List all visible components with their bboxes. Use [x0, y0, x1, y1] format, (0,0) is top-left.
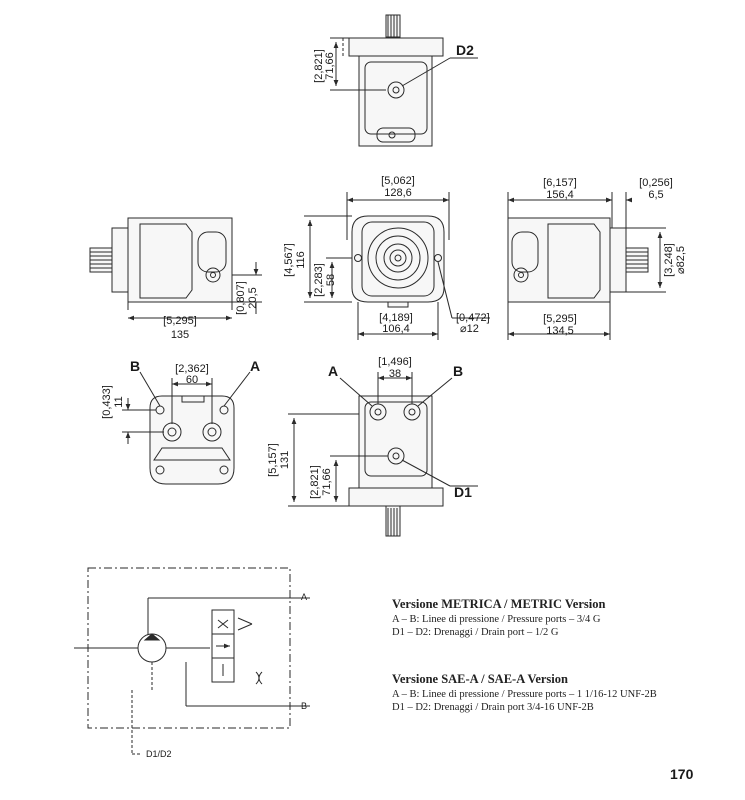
legend-sae-heading: Versione SAE-A / SAE-A Version — [392, 672, 568, 686]
front-view — [304, 192, 490, 340]
dim-bottom-height-in: [5,157] — [267, 443, 279, 477]
port-label-a-left: A — [250, 358, 260, 374]
page-number: 170 — [670, 766, 694, 782]
dim-left-port-mm: 20,5 — [247, 287, 259, 308]
right-side-view — [507, 192, 666, 340]
legend-sae-pressure: A – B: Linee di pressione / Pressure por… — [392, 689, 657, 700]
dim-ports-offset-mm: 11 — [113, 396, 125, 407]
port-label-d1: D1 — [454, 484, 472, 500]
dim-front-bottom-mm: 106,4 — [382, 323, 410, 335]
dim-right-bottom-in: [5,295] — [543, 313, 577, 325]
dim-front-height-in: [4,567] — [283, 243, 295, 277]
schematic-label-a: A — [301, 592, 307, 602]
dim-right-flange-in: [0,256] — [639, 177, 673, 189]
schematic-label-drain: D1/D2 — [146, 749, 172, 759]
dim-front-hole-in: [0,472] — [456, 312, 490, 324]
dim-front-height-mm: 116 — [295, 251, 307, 269]
hydraulic-schematic — [74, 567, 310, 755]
dim-bottom-spacing-in: [1,496] — [378, 356, 412, 368]
ports-view — [122, 371, 251, 485]
dim-ports-spacing-mm: 60 — [186, 374, 198, 386]
dim-right-pilot-mm: ⌀82,5 — [675, 246, 687, 274]
dim-right-flange-mm: 6,5 — [648, 189, 663, 201]
dim-front-bottom-in: [4,189] — [379, 312, 413, 324]
dim-ports-offset-in: [0,433] — [101, 385, 113, 419]
port-label-b-bottom: B — [453, 363, 463, 379]
dim-left-port-in: [0,807] — [235, 281, 247, 315]
dim-front-center-mm: 58 — [325, 274, 337, 286]
dim-left-bottom-mm: 135 — [171, 329, 189, 341]
dim-ports-spacing-in: [2,362] — [175, 363, 209, 375]
dim-bottom-height-mm: 131 — [279, 451, 291, 469]
schematic-label-b: B — [301, 701, 307, 711]
dim-top-height-in: [2,821] — [313, 49, 325, 83]
dim-right-pilot-in: [3,248] — [663, 243, 675, 277]
dim-bottom-drain-mm: 71,66 — [321, 468, 333, 496]
port-label-b-left: B — [130, 358, 140, 374]
top-view — [330, 14, 478, 147]
dim-right-bottom-mm: 134,5 — [546, 325, 574, 337]
legend-metric-heading: Versione METRICA / METRIC Version — [392, 597, 606, 611]
left-side-view — [89, 217, 262, 321]
legend-sae-drain: D1 – D2: Drenaggi / Drain port 3/4-16 UN… — [392, 701, 594, 713]
legend-metric-drain: D1 – D2: Drenaggi / Drain port – 1/2 G — [392, 626, 559, 638]
dim-top-height-mm: 71,66 — [324, 52, 336, 80]
dim-left-bottom-in: [5,295] — [163, 315, 197, 327]
port-label-d2: D2 — [456, 42, 474, 58]
dim-right-length-mm: 156,4 — [546, 189, 574, 201]
dim-bottom-drain-in: [2,821] — [309, 465, 321, 499]
legend-sae: Versione SAE-A / SAE-A Version A – B: Li… — [392, 672, 657, 714]
dim-bottom-spacing-mm: 38 — [389, 368, 401, 380]
port-label-a-bottom: A — [328, 363, 338, 379]
dim-front-width-in: [5,062] — [381, 175, 415, 187]
bottom-view — [288, 372, 478, 537]
dim-right-length-in: [6,157] — [543, 177, 577, 189]
dim-front-width-mm: 128,6 — [384, 187, 412, 199]
dim-front-center-in: [2,283] — [313, 263, 325, 297]
legend-metric: Versione METRICA / METRIC Version A – B:… — [392, 597, 605, 639]
dim-front-hole-mm: ⌀12 — [460, 323, 479, 335]
legend-metric-pressure: A – B: Linee di pressione / Pressure por… — [392, 614, 601, 625]
